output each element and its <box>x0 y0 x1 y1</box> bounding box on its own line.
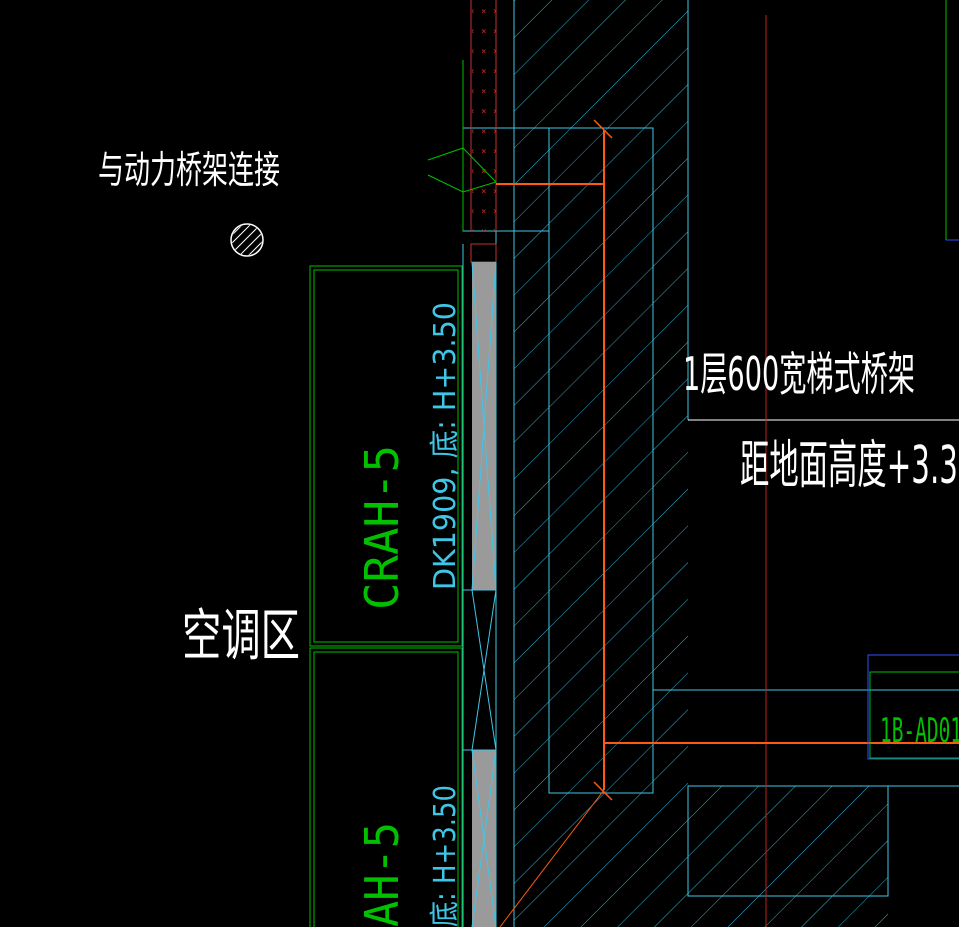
cable-entry-symbol[interactable] <box>222 217 270 264</box>
unit-1-info: DK1909, 底: H+3.50 <box>428 302 463 590</box>
cable-tray-route <box>496 119 959 927</box>
tag-right: 1B-AD01 <box>880 711 959 751</box>
unit-2-name: AH-5 <box>355 822 409 927</box>
unit-1-name: CRAH-5 <box>355 445 409 610</box>
green-edge <box>427 60 497 231</box>
equipment-crah-1[interactable] <box>309 265 463 647</box>
label-connect-power-tray: 与动力桥架连接 <box>98 148 280 192</box>
label-ac-zone: 空调区 <box>182 604 300 669</box>
right-tag-frame <box>867 654 959 760</box>
red-cross-strip <box>470 0 497 263</box>
label-height-above-floor: 距地面高度+3.3r <box>740 436 959 496</box>
unit-2-info: 底: H+3.50 <box>428 785 463 927</box>
equipment-crah-2[interactable] <box>309 647 463 927</box>
hatched-wall <box>514 0 888 927</box>
gray-rail <box>463 261 497 927</box>
label-ladder-tray: 1层600宽梯式桥架 <box>683 347 915 401</box>
